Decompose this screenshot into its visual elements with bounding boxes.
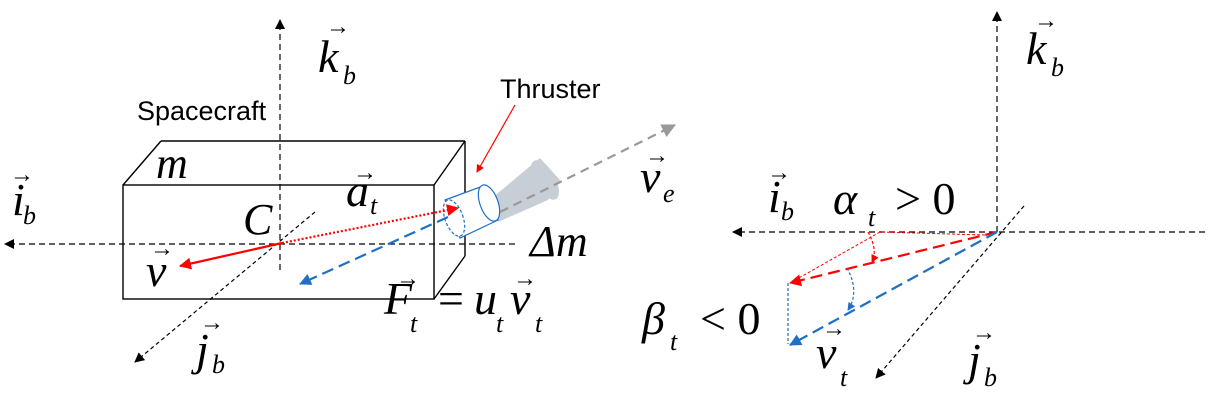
svg-text:j: j	[963, 334, 981, 385]
svg-text:→: →	[822, 316, 846, 342]
svg-text:=: =	[438, 273, 464, 324]
svg-text:i: i	[12, 174, 25, 225]
label-spacecraft: Spacecraft	[137, 96, 267, 126]
svg-text:i: i	[768, 171, 781, 222]
construction-line-2	[789, 231, 881, 284]
v-vector	[179, 241, 283, 270]
svg-text:b: b	[343, 61, 356, 90]
label-j-left: → j b	[191, 310, 225, 379]
label-k-left: → k b	[318, 14, 356, 90]
svg-text:→: →	[10, 162, 34, 188]
svg-text:u: u	[474, 273, 497, 324]
svg-text:j: j	[191, 324, 209, 375]
label-alpha: α t > 0	[833, 173, 955, 232]
svg-text:< 0: < 0	[700, 293, 760, 344]
j-axis-right	[875, 205, 1025, 379]
svg-text:b: b	[984, 363, 997, 392]
svg-text:v: v	[146, 245, 167, 296]
svg-text:> 0: > 0	[895, 173, 955, 224]
svg-text:t: t	[370, 191, 378, 220]
svg-text:b: b	[1051, 53, 1064, 82]
svg-text:→: →	[353, 160, 377, 186]
svg-text:t: t	[535, 309, 543, 338]
construction-line	[879, 231, 986, 236]
svg-text:t: t	[670, 327, 678, 356]
svg-text:k: k	[318, 31, 340, 82]
svg-text:b: b	[781, 197, 794, 226]
label-i-left: → i b	[10, 162, 36, 230]
label-v-t: → v t	[816, 316, 848, 392]
vt-vector	[789, 231, 998, 346]
label-k-right: → k b	[1026, 8, 1064, 82]
svg-text:→: →	[513, 266, 537, 292]
svg-text:→: →	[767, 160, 791, 186]
svg-text:v: v	[510, 273, 531, 324]
at-vector	[281, 204, 459, 245]
label-mass: m	[156, 139, 188, 188]
svg-text:a: a	[346, 165, 369, 216]
label-v-e: → v e	[640, 143, 675, 208]
label-thruster: Thruster	[500, 74, 601, 104]
svg-text:→: →	[645, 143, 669, 169]
svg-text:→: →	[1034, 8, 1058, 34]
svg-text:→: →	[972, 320, 996, 346]
svg-text:b: b	[212, 350, 225, 379]
svg-text:→: →	[396, 266, 420, 292]
left-panel: Spacecraft Thruster m C Δm → k b → i b →…	[4, 14, 676, 379]
thruster-nozzle	[442, 158, 560, 239]
ve-vector	[499, 124, 676, 213]
right-panel: → k b → i b α t > 0 β t < 0 → v t → j b	[641, 8, 1205, 392]
thruster-pointer	[476, 104, 516, 173]
label-center: C	[243, 195, 273, 244]
svg-text:k: k	[1026, 23, 1048, 74]
svg-text:→: →	[326, 14, 350, 40]
svg-text:e: e	[663, 179, 675, 208]
svg-text:t: t	[868, 203, 876, 232]
label-a-t: → a t	[346, 160, 378, 220]
svg-text:→: →	[150, 236, 174, 262]
spacecraft-box	[122, 140, 466, 300]
svg-text:v: v	[640, 151, 661, 202]
svg-text:t: t	[840, 363, 848, 392]
label-j-right: → j b	[963, 320, 997, 392]
label-beta: β t < 0	[641, 293, 760, 356]
label-i-right: → i b	[767, 160, 794, 226]
alpha-arc	[867, 231, 879, 263]
svg-text:→: →	[200, 310, 224, 336]
svg-text:F: F	[383, 273, 413, 324]
svg-text:v: v	[816, 327, 837, 378]
label-thrust-equation: → F t = u t → v t	[383, 266, 543, 338]
vt-projection	[789, 230, 998, 287]
label-v: → v	[146, 236, 174, 296]
svg-text:t: t	[410, 309, 418, 338]
ft-vector	[299, 215, 449, 286]
label-delta-mass: Δm	[528, 217, 588, 266]
svg-text:β: β	[641, 293, 665, 344]
svg-text:α: α	[833, 173, 858, 224]
svg-text:t: t	[496, 309, 504, 338]
svg-text:b: b	[23, 201, 36, 230]
beta-arc	[846, 267, 856, 311]
